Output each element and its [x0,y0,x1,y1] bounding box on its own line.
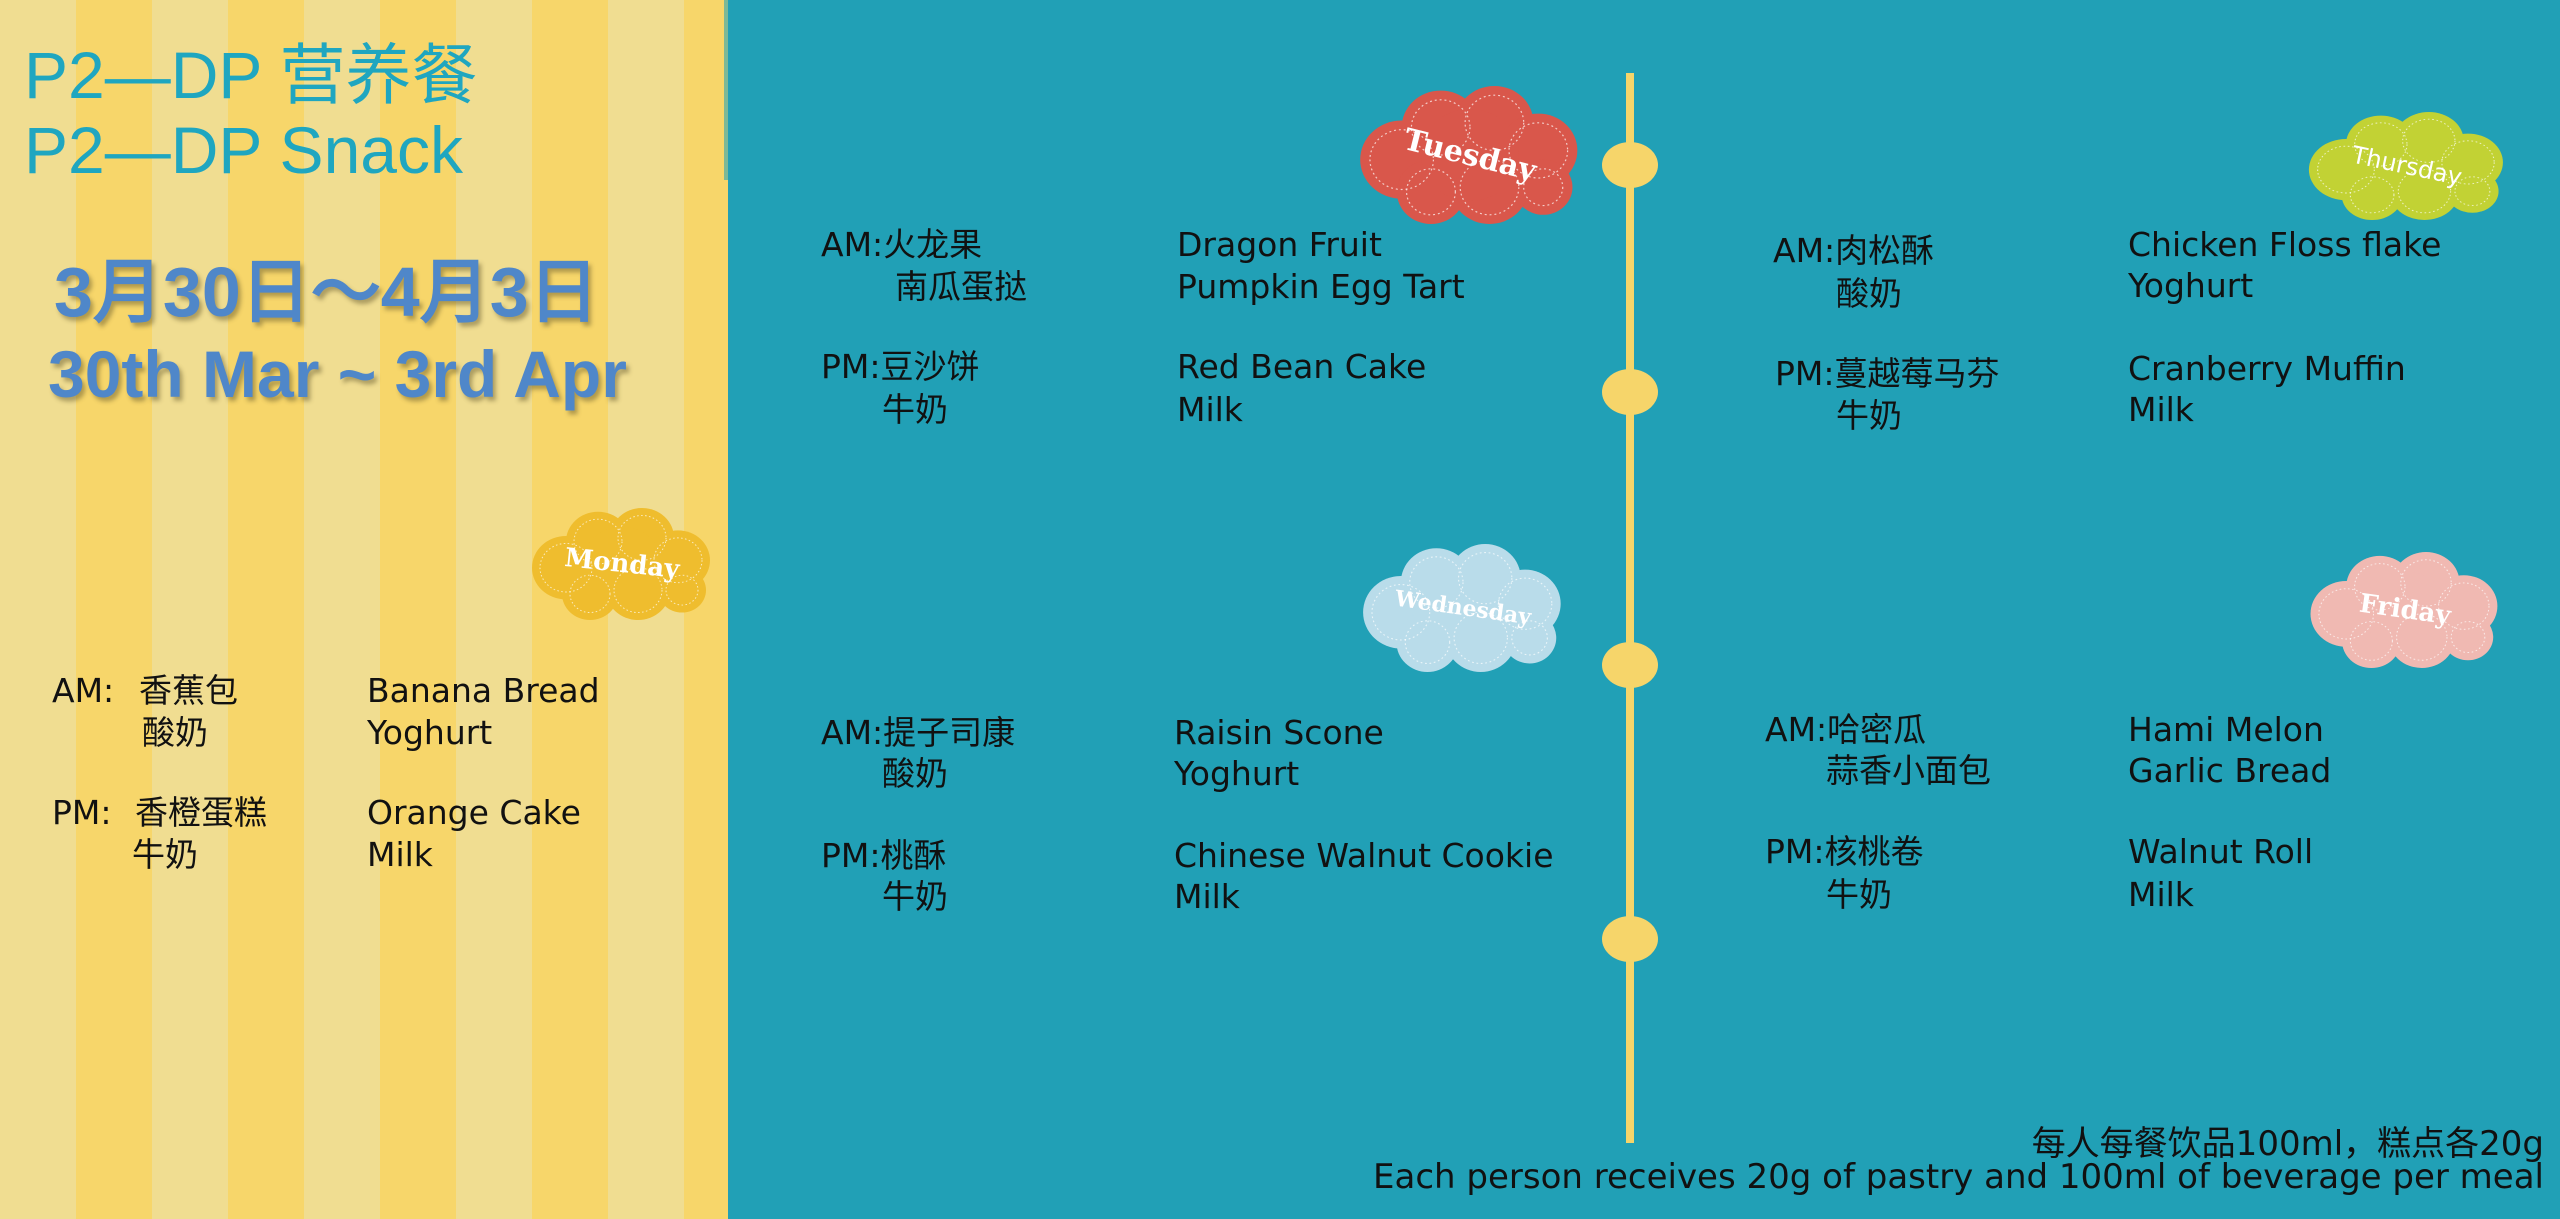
date-range-zh: 3月30日～4月3日 [54,253,599,331]
am-item-zh: 蒜香小面包 [1826,751,1991,790]
pm-item-en: Milk [1177,390,1243,429]
pm-item-en: Walnut Roll [2128,832,2314,871]
am-item-zh-1: 肉松酥 [1835,231,1935,270]
am-item-en: Dragon Fruit [1177,225,1382,264]
pm-item-zh-1: 蔓越莓马芬 [1834,354,2000,393]
pm-item-en: Milk [367,835,433,874]
pm-label: PM: [1765,832,1825,871]
cloud-shape [532,508,710,620]
pm-item-zh-1: 桃酥 [880,836,947,875]
am-item-en: Yoghurt [1174,754,1300,793]
pm-item-zh: 牛奶 [1826,875,1892,914]
pm-item-zh: PM:蔓越莓马芬 [1775,353,2000,395]
am-item-zh: 酸奶 [882,754,948,793]
title-en: P2—DP Snack [24,113,463,187]
cloud-shape [1363,544,1561,672]
thursday-cloud-badge: Thursday [2298,112,2516,220]
monday-cloud-badge: Monday [522,508,722,620]
pm-item-en: Milk [1174,877,1240,916]
portion-note-en: Each person receives 20g of pastry and 1… [1373,1157,2544,1197]
pm-item-zh: PM:豆沙饼 [821,346,980,388]
pm-item-zh-1: 核桃卷 [1824,832,1924,871]
am-item-en: Pumpkin Egg Tart [1177,267,1465,306]
tuesday-cloud-badge: Tuesday [1348,86,1592,224]
pm-label: PM: [821,836,881,875]
pm-item-zh: 牛奶 [882,877,948,916]
friday-cloud-badge: Friday [2300,552,2510,668]
pm-item-en: Red Bean Cake [1177,347,1427,386]
pm-item-zh-1: 豆沙饼 [880,347,980,386]
am-item-zh: 酸奶 [1836,274,1902,313]
am-item-en: Banana Bread [367,671,600,710]
cloud-shape [2310,552,2498,668]
am-label: AM: [1765,710,1828,749]
am-item-zh: 香蕉包 [139,671,238,710]
am-item-zh: 南瓜蛋挞 [895,267,1027,306]
title-zh: P2—DP 营养餐 [24,38,478,112]
pm-item-en: Orange Cake [367,793,581,832]
am-item-zh-1: 哈密瓜 [1827,710,1927,749]
pm-item-en: Cranberry Muffin [2128,349,2406,388]
am-item-en: Yoghurt [2128,266,2254,305]
timeline-dot [1602,369,1658,415]
am-label: AM: [1773,231,1836,270]
am-item-zh: AM:肉松酥 [1773,230,1934,272]
timeline-dot [1602,142,1658,188]
pm-label: PM: [52,793,112,832]
am-item-zh-1: 火龙果 [883,225,983,264]
timeline-line [1626,73,1634,1143]
am-label: AM: [821,713,884,752]
pm-item-en: Milk [2128,875,2194,914]
cloud-shape [2308,112,2503,220]
am-label: AM: [821,225,884,264]
timeline-dot [1602,916,1658,962]
pm-item-zh: 牛奶 [882,390,948,429]
portion-note-zh: 每人每餐饮品100ml，糕点各20g [2031,1124,2544,1164]
am-item-en: Garlic Bread [2128,751,2332,790]
am-item-en: Chicken Floss flake [2128,225,2442,264]
pm-item-en: Milk [2128,390,2194,429]
am-item-en: Hami Melon [2128,710,2324,749]
am-label: AM: [52,671,115,710]
date-range-en: 30th Mar ~ 3rd Apr [48,337,627,411]
am-item-zh: AM:火龙果 [821,224,982,266]
pm-label: PM: [1775,354,1835,393]
am-item-en: Yoghurt [367,713,493,752]
am-item-zh-1: 提子司康 [883,713,1016,752]
panel-divider [724,0,728,180]
pm-item-zh: 香橙蛋糕 [135,793,267,832]
pm-item-zh: PM:核桃卷 [1765,831,1924,873]
pm-item-zh: 牛奶 [1836,396,1902,435]
pm-item-zh: 牛奶 [132,835,198,874]
timeline-dot [1602,642,1658,688]
am-item-zh: AM:提子司康 [821,712,1015,754]
pm-label: PM: [821,347,881,386]
pm-item-zh: PM:桃酥 [821,835,947,877]
pm-item-en: Chinese Walnut Cookie [1174,836,1554,875]
am-item-zh: 酸奶 [142,713,208,752]
day-label: Monday [563,543,681,585]
cloud-shape [1360,86,1578,224]
am-item-en: Raisin Scone [1174,713,1384,752]
wednesday-cloud-badge: Wednesday [1352,544,1574,672]
am-item-zh: AM:哈密瓜 [1765,709,1926,751]
